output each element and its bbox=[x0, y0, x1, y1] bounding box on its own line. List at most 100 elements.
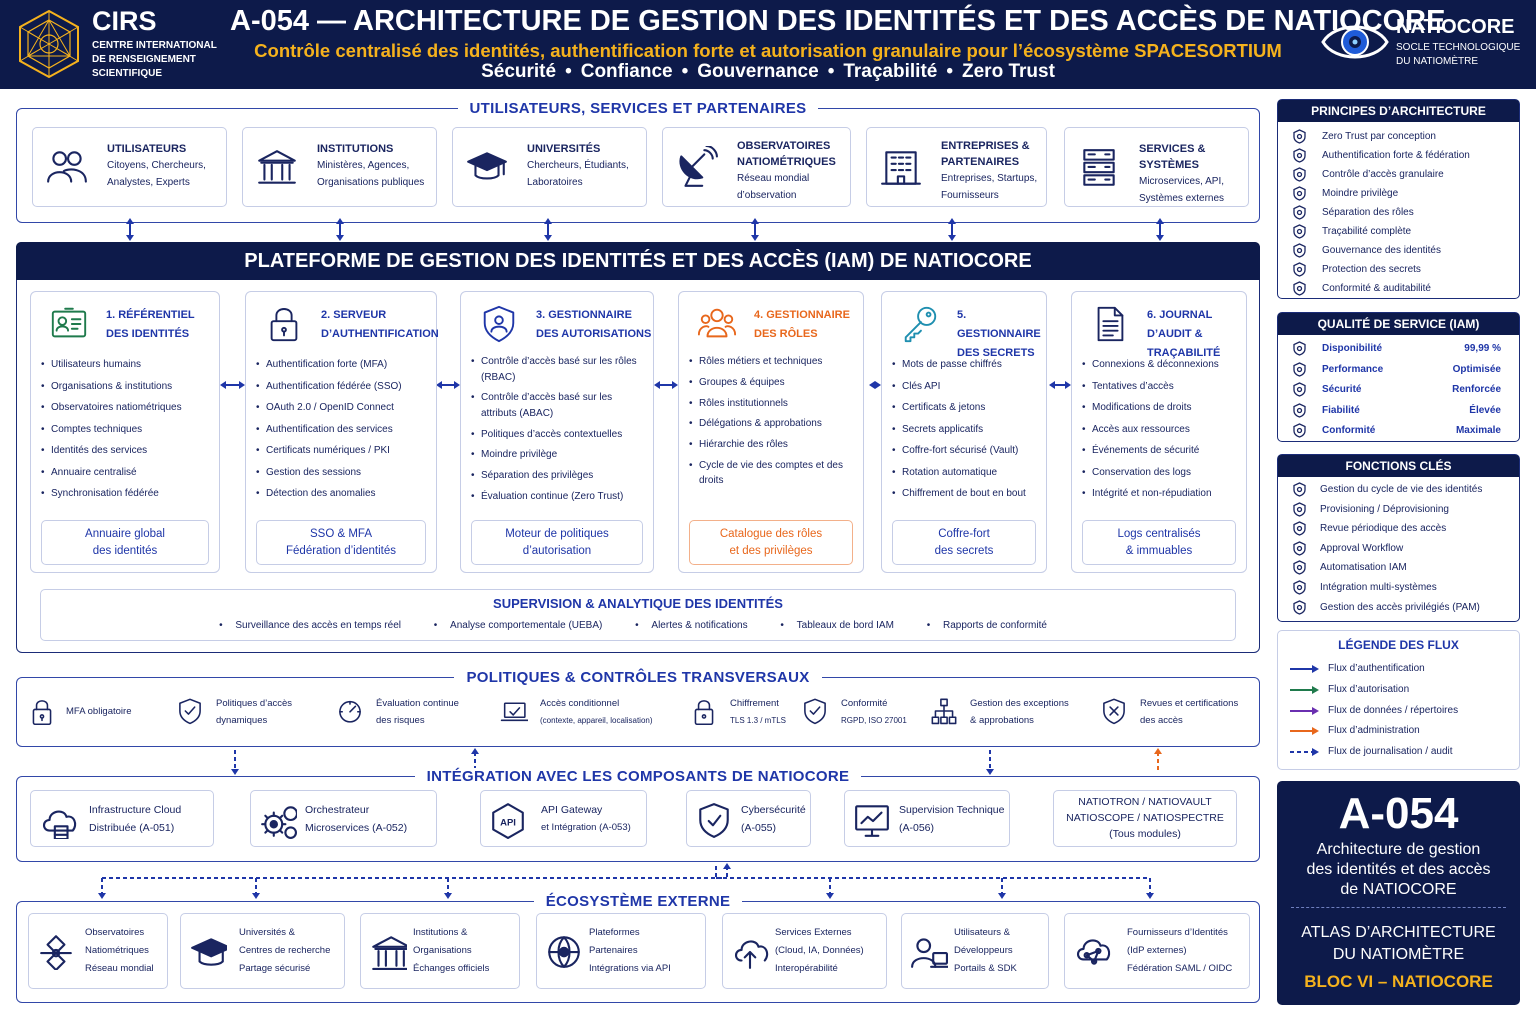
function-icon bbox=[1293, 599, 1306, 615]
module-item: Tentatives d’accès bbox=[1082, 376, 1240, 398]
server-rack-icon bbox=[1077, 146, 1121, 190]
module-title: 5. GESTIONNAIRE bbox=[957, 309, 1041, 340]
user-card-2[interactable]: UNIVERSITÉS Chercheurs, Étudiants, Labor… bbox=[452, 127, 647, 207]
external-card-0[interactable]: Observatoires Natiométriques Réseau mond… bbox=[28, 913, 168, 989]
iam-module-6[interactable]: 6. JOURNAL D’AUDIT & TRAÇABILITÉ Connexi… bbox=[1071, 291, 1247, 573]
user-card-title: UNIVERSITÉS bbox=[527, 143, 601, 155]
component-line: Microservices (A-052) bbox=[305, 822, 408, 834]
component-card-3[interactable]: Cybersécurité (A-055) bbox=[686, 790, 811, 847]
external-card-2[interactable]: Institutions & Organisations Échanges of… bbox=[360, 913, 520, 989]
component-line: et Intégration (A-053) bbox=[541, 822, 631, 833]
external-line: (Cloud, IA, Données) bbox=[775, 945, 864, 956]
principles-panel: PRINCIPES D’ARCHITECTURE Zero Trust par … bbox=[1277, 99, 1520, 299]
network-globe-icon bbox=[545, 932, 583, 970]
risk-gauge-icon bbox=[336, 697, 364, 725]
user-card-title: SERVICES & SYSTÈMES bbox=[1139, 143, 1206, 171]
api-label: API bbox=[500, 817, 516, 828]
satellite-dish-icon bbox=[675, 146, 719, 190]
external-line: Natiométriques bbox=[85, 945, 149, 956]
institution-icon bbox=[255, 146, 299, 190]
policy-item-1[interactable]: Politiques d’accès dynamiques bbox=[176, 693, 336, 733]
component-line: Infrastructure Cloud bbox=[89, 804, 182, 816]
component-card-0[interactable]: Infrastructure Cloud Distribuée (A-051) bbox=[30, 790, 214, 847]
module-item: Observatoires natiométriques bbox=[41, 397, 213, 419]
user-card-0[interactable]: UTILISATEURS Citoyens, Chercheurs, Analy… bbox=[32, 127, 227, 207]
user-card-5[interactable]: SERVICES & SYSTÈMES Microservices, API, … bbox=[1064, 127, 1249, 207]
policy-item-6[interactable]: Gestion des exceptions& approbations bbox=[930, 693, 1090, 733]
module-title: DES RÔLES bbox=[754, 328, 818, 340]
external-line: Services Externes bbox=[775, 927, 852, 938]
external-line: Développeurs bbox=[954, 945, 1013, 956]
hierarchy-icon bbox=[930, 697, 958, 725]
policy-label: Politiques d’accès bbox=[216, 698, 293, 709]
cirs-logo bbox=[14, 8, 84, 80]
module-item: Annuaire centralisé bbox=[41, 462, 213, 484]
policy-item-0[interactable]: MFA obligatoire bbox=[28, 693, 188, 733]
policy-item-3[interactable]: Accès conditionnel(contexte, appareil, l… bbox=[500, 693, 660, 733]
natio-modules-card[interactable]: NATIOTRON / NATIOVAULT NATIOSCOPE / NATI… bbox=[1053, 790, 1237, 847]
legend-item: Flux de journalisation / audit bbox=[1278, 742, 1519, 761]
principle-item: Séparation des rôles bbox=[1278, 203, 1519, 222]
policy-label: dynamiques bbox=[216, 715, 268, 726]
external-card-1[interactable]: Universités & Centres de recherche Parta… bbox=[180, 913, 345, 989]
module-item: Chiffrement de bout en bout bbox=[892, 483, 1040, 505]
iam-module-2[interactable]: 2. SERVEUR D’AUTHENTIFICATION Authentifi… bbox=[245, 291, 439, 573]
external-card-3[interactable]: Plateformes Partenaires Intégrations via… bbox=[536, 913, 706, 989]
policy-label: MFA obligatoire bbox=[66, 706, 132, 717]
policy-label: & approbations bbox=[970, 715, 1034, 726]
external-card-5[interactable]: Utilisateurs & Développeurs Portails & S… bbox=[901, 913, 1049, 989]
module-item: Comptes techniques bbox=[41, 419, 213, 441]
principle-shield-icon bbox=[1293, 186, 1306, 201]
module-item: Accès aux ressources bbox=[1082, 419, 1240, 441]
module-summary: Logs centralisés& immuables bbox=[1082, 520, 1236, 565]
iam-module-1[interactable]: 1. RÉFÉRENTIEL DES IDENTITÉS Utilisateur… bbox=[30, 291, 220, 573]
module-items: Utilisateurs humainsOrganisations & inst… bbox=[41, 354, 213, 505]
principle-shield-icon bbox=[1293, 129, 1306, 144]
user-card-title: ENTREPRISES & PARTENAIRES bbox=[941, 140, 1030, 168]
document-bloc: BLOC VI – NATIOCORE bbox=[1304, 972, 1493, 991]
integration-title: INTÉGRATION AVEC LES COMPOSANTS DE NATIO… bbox=[414, 768, 862, 785]
user-card-4[interactable]: ENTREPRISES & PARTENAIRES Entreprises, S… bbox=[866, 127, 1047, 207]
user-card-1[interactable]: INSTITUTIONS Ministères, Agences, Organi… bbox=[242, 127, 437, 207]
component-line: NATIOTRON / NATIOVAULT bbox=[1078, 796, 1212, 808]
legend-arrow-icon bbox=[1290, 665, 1319, 673]
module-item: Séparation des privilèges bbox=[471, 468, 647, 484]
principle-shield-icon bbox=[1293, 262, 1306, 277]
user-card-3[interactable]: OBSERVATOIRES NATIOMÉTRIQUES Réseau mond… bbox=[662, 127, 851, 207]
iam-module-4[interactable]: 4. GESTIONNAIRE DES RÔLES Rôles métiers … bbox=[678, 291, 864, 573]
review-shield-icon bbox=[1100, 697, 1128, 725]
principle-item: Protection des secrets bbox=[1278, 260, 1519, 279]
component-card-1[interactable]: Orchestrateur Microservices (A-052) bbox=[250, 790, 437, 847]
component-line: (A-056) bbox=[899, 822, 935, 834]
external-line: Institutions & bbox=[413, 927, 468, 938]
module-item: Synchronisation fédérée bbox=[41, 483, 213, 505]
building-icon bbox=[879, 146, 923, 190]
external-card-6[interactable]: Fournisseurs d’Identités (IdP externes) … bbox=[1064, 913, 1250, 989]
iam-module-5[interactable]: 5. GESTIONNAIRE DES SECRETS Mots de pass… bbox=[881, 291, 1047, 573]
cirs-title: CIRS bbox=[92, 6, 157, 36]
component-card-2[interactable]: API API Gateway et Intégration (A-053) bbox=[480, 790, 647, 847]
module-title: 6. JOURNAL bbox=[1147, 309, 1213, 321]
component-line: (A-055) bbox=[741, 822, 777, 834]
module-title: 1. RÉFÉRENTIEL bbox=[106, 309, 195, 321]
function-item: Gestion des accès privilégiés (PAM) bbox=[1278, 598, 1519, 617]
module-item: Contrôle d’accès basé sur les rôles (RBA… bbox=[471, 354, 647, 385]
external-card-4[interactable]: Services Externes (Cloud, IA, Données) I… bbox=[722, 913, 887, 989]
user-card-title: OBSERVATOIRES NATIOMÉTRIQUES bbox=[737, 140, 836, 168]
laptop-access-icon bbox=[500, 697, 528, 725]
module-item: Rôles institutionnels bbox=[689, 396, 857, 412]
component-card-4[interactable]: Supervision Technique (A-056) bbox=[844, 790, 1010, 847]
legend-title: LÉGENDE DES FLUX bbox=[1338, 638, 1459, 652]
cyber-shield-icon bbox=[695, 801, 733, 839]
iam-module-3[interactable]: 3. GESTIONNAIRE DES AUTORISATIONS Contrô… bbox=[460, 291, 654, 573]
monitor-icon bbox=[853, 801, 891, 839]
